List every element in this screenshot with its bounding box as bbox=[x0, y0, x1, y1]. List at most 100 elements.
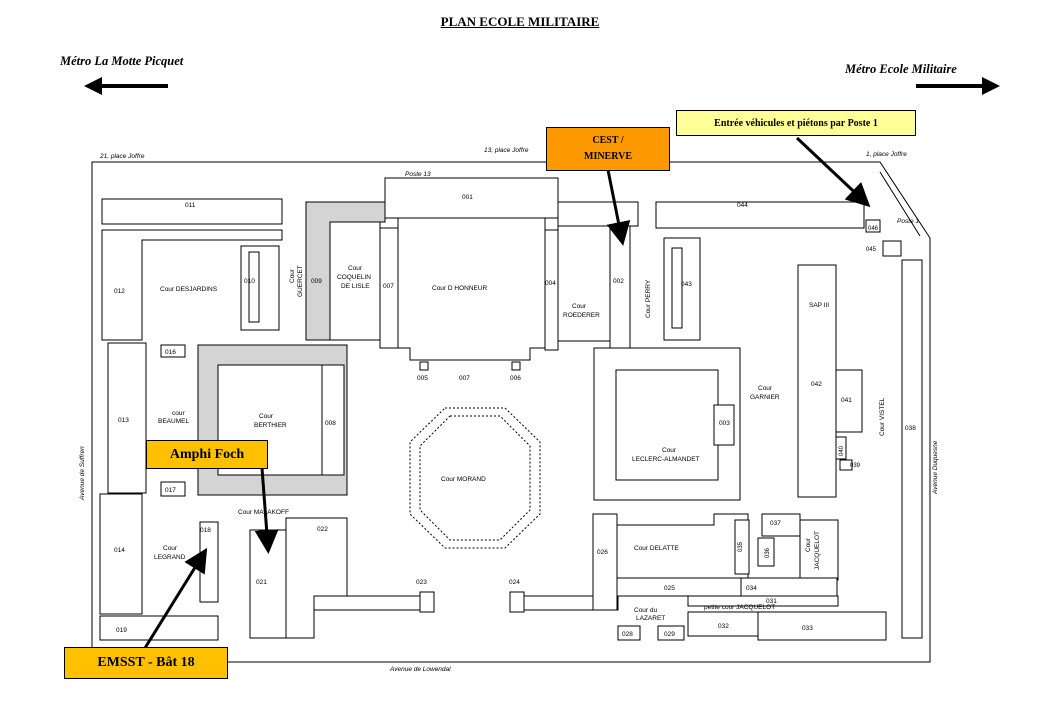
label-004: 004 bbox=[545, 280, 556, 287]
metro-right-label: Métro Ecole Militaire bbox=[845, 62, 957, 76]
label-008: 008 bbox=[325, 420, 336, 427]
label-038: 038 bbox=[905, 425, 916, 432]
label-028: 028 bbox=[622, 631, 633, 638]
cour-morand-label: Cour MORAND bbox=[441, 476, 486, 483]
building-coquelin bbox=[329, 221, 381, 341]
pointer-cest-arrow bbox=[606, 169, 631, 246]
building-008 bbox=[321, 364, 345, 476]
cour-roederer-label-2: ROEDERER bbox=[563, 312, 600, 319]
label-003: 003 bbox=[719, 420, 730, 427]
cour-legrand-label-2: LEGRAND bbox=[154, 554, 186, 561]
cour-desjardins-label: Cour DESJARDINS bbox=[160, 286, 218, 293]
cour-gurcet-name: GUERCET bbox=[297, 265, 304, 297]
label-011: 011 bbox=[185, 202, 196, 209]
label-006: 006 bbox=[510, 375, 521, 382]
label-023: 023 bbox=[416, 579, 427, 586]
building-026 bbox=[592, 513, 618, 611]
building-014 bbox=[99, 493, 143, 615]
cour-lazaret-label-1: Cour du bbox=[634, 607, 658, 614]
building-012 bbox=[101, 229, 283, 341]
pointer-entree-arrow bbox=[795, 136, 871, 208]
cour-malakoff-label: Cour MALAKOFF bbox=[238, 509, 289, 516]
pointer-emsst-arrow bbox=[143, 547, 208, 649]
building-031 bbox=[687, 595, 839, 607]
building-016 bbox=[160, 344, 186, 358]
label-016: 016 bbox=[165, 349, 176, 356]
building-018 bbox=[199, 521, 219, 603]
label-026: 026 bbox=[597, 549, 608, 556]
label-036: 036 bbox=[765, 547, 771, 558]
cour-garnier-label-1: Cour bbox=[758, 385, 773, 392]
label-010: 010 bbox=[244, 278, 255, 285]
label-044: 044 bbox=[737, 202, 748, 209]
building-023-gate bbox=[419, 591, 435, 613]
building-028 bbox=[617, 625, 641, 641]
building-017 bbox=[160, 481, 186, 497]
cour-berthier-label-2: BERTHIER bbox=[254, 422, 287, 429]
label-007-west: 007 bbox=[383, 283, 394, 290]
label-009: 009 bbox=[311, 278, 322, 285]
label-045: 045 bbox=[866, 247, 877, 253]
cour-vistel-label: Cour VISTEL bbox=[879, 397, 886, 436]
label-019: 019 bbox=[116, 627, 127, 634]
building-002 bbox=[609, 225, 631, 349]
building-032 bbox=[687, 611, 759, 637]
building-013 bbox=[107, 342, 147, 494]
street-avenue-duquesne: Avenue Duquesne bbox=[932, 440, 939, 495]
building-041 bbox=[835, 369, 863, 433]
cour-beaumel-label-2: BEAUMEL bbox=[158, 418, 189, 425]
cour-morand-octagon bbox=[409, 407, 541, 549]
cour-jacquelot-label-2: JACQUELOT bbox=[814, 531, 821, 570]
poste-13-label: Poste 13 bbox=[405, 171, 431, 178]
label-024: 024 bbox=[509, 579, 520, 586]
label-033: 033 bbox=[802, 625, 813, 632]
label-017: 017 bbox=[165, 487, 176, 494]
building-038 bbox=[901, 259, 923, 639]
cour-honneur-label: Cour D HONNEUR bbox=[432, 285, 488, 292]
pointer-amphi-arrow bbox=[254, 467, 279, 554]
building-006-west bbox=[419, 361, 429, 371]
building-011 bbox=[101, 198, 283, 225]
site-perimeter bbox=[91, 161, 931, 663]
label-031: 031 bbox=[766, 598, 777, 605]
label-043: 043 bbox=[681, 281, 692, 288]
building-045 bbox=[882, 240, 902, 257]
cour-leclerc bbox=[615, 369, 719, 481]
building-022 bbox=[285, 517, 348, 639]
cest-line-1: CEST / bbox=[592, 135, 624, 146]
label-001: 001 bbox=[462, 194, 473, 201]
building-010 bbox=[240, 245, 280, 331]
label-005: 005 bbox=[417, 375, 428, 382]
label-029: 029 bbox=[664, 631, 675, 638]
building-029 bbox=[657, 625, 685, 641]
label-021: 021 bbox=[256, 579, 267, 586]
cour-coquelin-label-1: Cour bbox=[348, 265, 363, 272]
label-039: 039 bbox=[850, 463, 861, 469]
cour-leclerc-label-2: LECLERC-ALMANDET bbox=[632, 456, 700, 463]
street-place-joffre-1: 1, place Joffre bbox=[866, 151, 907, 158]
label-035: 035 bbox=[738, 541, 744, 552]
cour-legrand-label-1: Cour bbox=[163, 545, 178, 552]
cour-beaumel-label-1: cour bbox=[172, 410, 185, 417]
building-004 bbox=[544, 229, 559, 351]
label-018: 018 bbox=[200, 527, 211, 534]
label-025: 025 bbox=[664, 585, 675, 592]
cour-roederer-label-1: Cour bbox=[572, 303, 587, 310]
metro-left-label: Métro La Motte Picquet bbox=[60, 54, 184, 68]
building-sap bbox=[797, 264, 837, 498]
building-037 bbox=[761, 513, 801, 537]
label-046: 046 bbox=[868, 226, 879, 232]
metro-right-arrow bbox=[916, 77, 1000, 95]
cour-berthier-label-1: Cour bbox=[259, 413, 274, 420]
poste-1-label: Poste 1 bbox=[897, 218, 919, 225]
building-roederer bbox=[557, 225, 611, 342]
building-025 bbox=[616, 577, 742, 597]
label-007: 007 bbox=[459, 375, 470, 382]
metro-left-arrow bbox=[84, 77, 168, 95]
cour-coquelin-label-2: COQUELIN bbox=[337, 274, 371, 281]
cour-delatte-label: Cour DELATTE bbox=[634, 545, 679, 552]
amphi-foch-callout: Amphi Foch bbox=[146, 440, 268, 469]
label-040: 040 bbox=[839, 445, 845, 456]
page-title: PLAN ECOLE MILITAIRE bbox=[440, 14, 600, 29]
